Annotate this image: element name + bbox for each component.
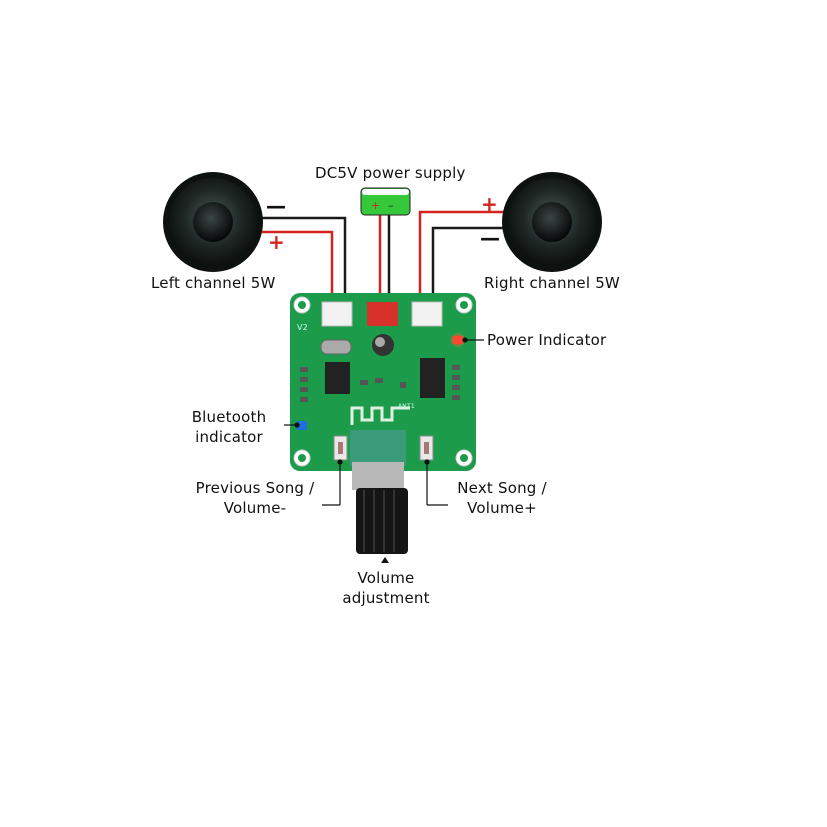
next-song-label: Next Song / Volume+ [448,478,556,518]
prev-label-line2: Volume- [223,499,287,517]
power-supply-battery: + – [360,187,411,216]
wires [262,210,505,305]
power-indicator-label: Power Indicator [487,331,607,349]
next-label-line2: Volume+ [467,499,537,517]
left-speaker [163,172,263,272]
power-supply-label: DC5V power supply [315,164,466,182]
antenna-silkscreen: ANT1 [398,403,415,410]
volume-label-line1: Volume [357,569,415,587]
svg-text:–: – [388,199,394,212]
left-minus-sign: — [266,194,286,218]
right-speaker [502,172,602,272]
previous-song-label: Previous Song / Volume- [185,478,325,518]
left-plus-sign: + [268,230,285,254]
next-label-line1: Next Song / [457,479,547,497]
bluetooth-indicator-label: Bluetooth indicator [180,407,278,447]
volume-knob [352,462,408,563]
bluetooth-led [297,421,307,430]
power-led [453,336,463,344]
bluetooth-label-line2: indicator [195,428,263,446]
volume-adjustment-label: Volume adjustment [326,568,446,608]
svg-text:+: + [371,199,380,212]
board-version-silkscreen: V2 [297,323,308,332]
pcb-board [290,293,476,471]
right-channel-label: Right channel 5W [484,274,620,292]
right-plus-sign: + [481,192,498,216]
leader-lines [284,337,484,506]
prev-label-line1: Previous Song / [195,479,315,497]
right-minus-sign: — [480,226,500,250]
volume-label-line2: adjustment [342,589,430,607]
left-channel-label: Left channel 5W [151,274,276,292]
bluetooth-label-line1: Bluetooth [191,408,267,426]
